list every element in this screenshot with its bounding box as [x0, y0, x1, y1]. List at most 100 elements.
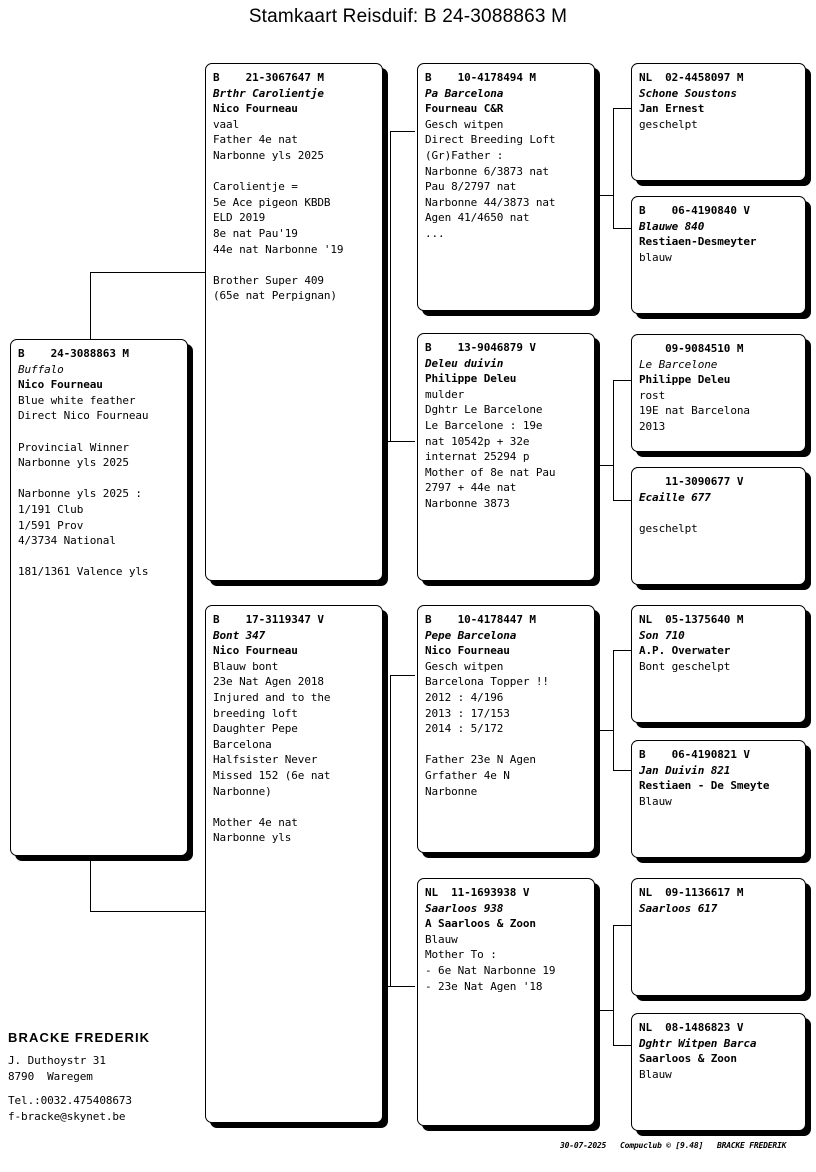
connector-g3b-to-top	[613, 380, 631, 382]
pedigree-line: rost	[639, 388, 666, 402]
pedigree-line: Buffalo	[18, 362, 64, 376]
pedigree-line: NL 08-1486823 V	[639, 1021, 744, 1034]
pedigree-line: Injured and to the	[213, 690, 331, 704]
pedigree-line: B 10-4178494 M	[425, 71, 536, 84]
connector-g3a-trunk	[613, 108, 615, 228]
breeder-email[interactable]: f-bracke@skynet.be	[8, 1109, 126, 1123]
pedigree-line: B 13-9046879 V	[425, 341, 536, 354]
pedigree-line: Son 710	[639, 628, 685, 642]
pedigree-line: Mother 4e nat	[213, 815, 298, 829]
pedigree-line: Narbonne yls 2025	[213, 148, 324, 162]
pedigree-line: Pa Barcelona	[425, 86, 504, 100]
pedigree-line: Nico Fourneau	[213, 102, 298, 116]
pedigree-line: Bont geschelpt	[639, 659, 731, 673]
pedigree-line: Nico Fourneau	[425, 644, 510, 658]
pedigree-line: NL 11-1693938 V	[425, 886, 530, 899]
pedigree-line: - 23e Nat Agen '18	[425, 979, 543, 993]
pedigree-line: 09-9084510 M	[639, 342, 744, 355]
pedigree-line: Missed 152 (6e nat	[213, 768, 331, 782]
pedigree-line: B 21-3067647 M	[213, 71, 324, 84]
connector-g3d-to-top	[613, 925, 631, 927]
pedigree-line: breeding loft	[213, 706, 298, 720]
pedigree-line: Bont 347	[213, 628, 266, 642]
connector-subject-to-father	[90, 272, 205, 274]
pedigree-line: NL 02-4458097 M	[639, 71, 744, 84]
pedigree-line: A Saarloos & Zoon	[425, 917, 536, 931]
pedigree-line: Barcelona	[213, 737, 272, 751]
pedigree-line: Blauw	[639, 794, 672, 808]
pedigree-line: Carolientje =	[213, 180, 298, 194]
colophon-line: 30-07-2025 Compuclub © [9.48] BRACKE FRE…	[560, 1141, 787, 1150]
pedigree-line: Deleu duivin	[425, 356, 504, 370]
pedigree-line: 2013 : 17/153	[425, 706, 510, 720]
pedigree-line: internat 25294 p	[425, 450, 530, 464]
pedigree-line: geschelpt	[639, 117, 698, 131]
breeder-phone: Tel.:0032.475408673	[8, 1094, 132, 1107]
pedigree-line: Ecaille 677	[639, 490, 711, 504]
pedigree-line: 2013	[639, 419, 666, 433]
pedigree-line: Saarloos & Zoon	[639, 1052, 737, 1066]
pedigree-line	[18, 549, 180, 565]
pedigree-line: (65e nat Perpignan)	[213, 289, 337, 303]
pedigree-line: Restiaen-Desmeyter	[639, 235, 757, 249]
pedigree-line: Saarloos 617	[639, 901, 718, 915]
pedigree-line: ...	[425, 226, 445, 240]
pedigree-line: A.P. Overwater	[639, 644, 731, 658]
connector-g3c-to-bot	[613, 770, 631, 772]
pedigree-line: Fourneau C&R	[425, 102, 504, 116]
pedigree-line: Pepe Barcelona	[425, 628, 517, 642]
pedigree-line: Father 23e N Agen	[425, 753, 536, 767]
pedigree-line: Narbonne 6/3873 nat	[425, 164, 549, 178]
pedigree-line: 5e Ace pigeon KBDB	[213, 195, 331, 209]
connector-g3a-inlet	[594, 195, 614, 197]
pedigree-line	[18, 471, 180, 487]
pedigree-line: Jan Ernest	[639, 102, 705, 116]
pedigree-line: Blauw bont	[213, 659, 279, 673]
pedigree-line: Narbonne yls 2025	[18, 456, 129, 470]
pedigree-line: 11-3090677 V	[639, 475, 744, 488]
breeder-name: BRACKE FREDERIK	[8, 1030, 151, 1045]
pedigree-line: Narbonne	[425, 784, 478, 798]
pedigree-line	[18, 424, 180, 440]
pedigree-line: Narbonne yls 2025 :	[18, 487, 142, 501]
page-title: Stamkaart Reisduif: B 24-3088863 M	[248, 6, 568, 27]
pedigree-line: NL 05-1375640 M	[639, 613, 744, 626]
pedigree-line: Direct Nico Fourneau	[18, 409, 149, 423]
pedigree-line: Blauwe 840	[639, 219, 705, 233]
connector-father-to-gf	[390, 131, 415, 133]
pedigree-line: Schone Soustons	[639, 86, 737, 100]
connector-g3d-inlet	[594, 1010, 614, 1012]
pedigree-line: Nico Fourneau	[18, 378, 103, 392]
connector-g3a-to-bot	[613, 228, 631, 230]
pedigree-line: Pau 8/2797 nat	[425, 180, 517, 194]
pedigree-line: nat 10542p + 32e	[425, 434, 530, 448]
pedigree-line: Blauw	[425, 932, 458, 946]
pedigree-line: B 17-3119347 V	[213, 613, 324, 626]
pedigree-line: Brthr Carolientje	[213, 86, 324, 100]
connector-g3b-to-bot	[613, 500, 631, 502]
pedigree-line: B 06-4190821 V	[639, 748, 750, 761]
pedigree-line: (Gr)Father :	[425, 148, 504, 162]
pedigree-line: Barcelona Topper !!	[425, 675, 549, 689]
connector-g3b-inlet	[594, 465, 614, 467]
pedigree-line: Narbonne 3873	[425, 496, 510, 510]
connector-g3c-to-top	[613, 650, 631, 652]
pedigree-line: Father 4e nat	[213, 133, 298, 147]
connector-g3c-inlet	[594, 730, 614, 732]
pedigree-line: ELD 2019	[213, 211, 266, 225]
